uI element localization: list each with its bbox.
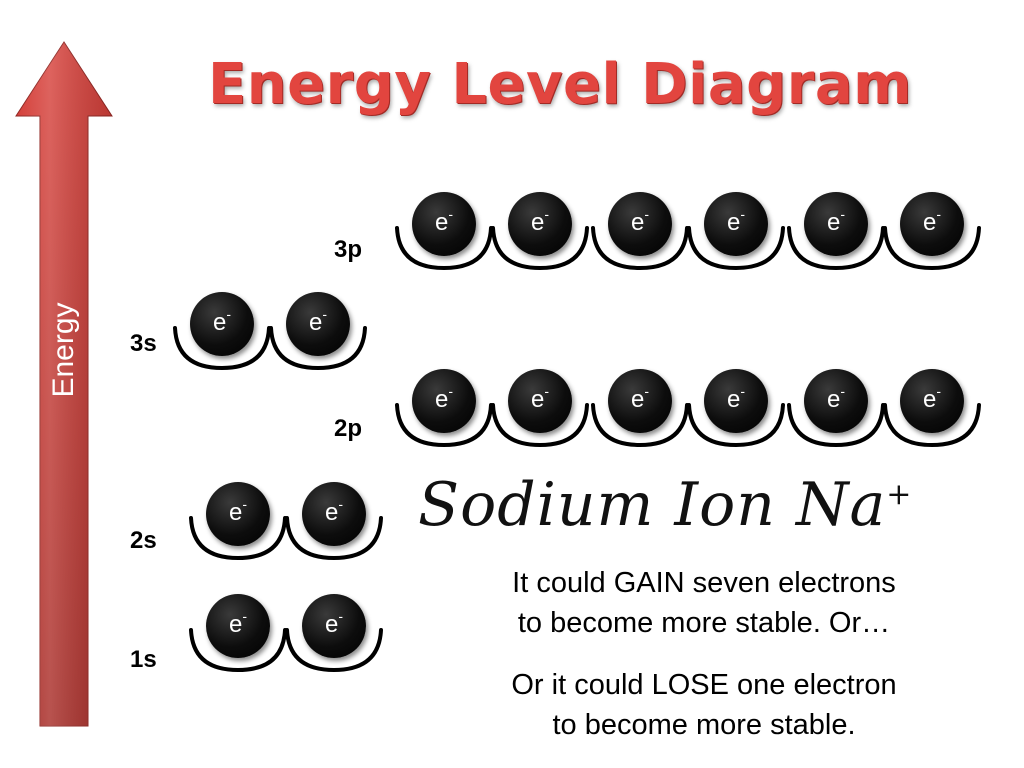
electron-2s: e- xyxy=(302,482,366,546)
page-title: Energy Level Diagram xyxy=(208,52,912,117)
orbital-cup-2p xyxy=(395,403,493,448)
level-label-3s: 3s xyxy=(130,330,157,357)
ion-name: Sodium Ion Na+ xyxy=(418,470,913,540)
electron-2p: e- xyxy=(412,369,476,433)
level-label-1s: 1s xyxy=(130,646,157,673)
orbital-cup-2s xyxy=(189,516,287,561)
electron-1s: e- xyxy=(206,594,270,658)
lose-text: Or it could LOSE one electron to become … xyxy=(511,669,897,741)
orbital-cup-3s xyxy=(269,326,367,371)
electron-2s: e- xyxy=(206,482,270,546)
gain-text: It could GAIN seven electrons to become … xyxy=(512,567,896,639)
orbital-cup-3p xyxy=(591,226,689,271)
orbital-cup-3p xyxy=(787,226,885,271)
level-label-2s: 2s xyxy=(130,527,157,554)
electron-3p: e- xyxy=(608,192,672,256)
orbital-cup-2p xyxy=(687,403,785,448)
electron-3s: e- xyxy=(286,292,350,356)
level-label-3p: 3p xyxy=(334,236,363,263)
electron-3p: e- xyxy=(508,192,572,256)
electron-2p: e- xyxy=(804,369,868,433)
electron-3p: e- xyxy=(804,192,868,256)
electron-1s: e- xyxy=(302,594,366,658)
orbital-cup-3s xyxy=(173,326,271,371)
orbital-cup-2p xyxy=(787,403,885,448)
level-label-2p: 2p xyxy=(334,415,363,442)
electron-3p: e- xyxy=(900,192,964,256)
orbital-cup-3p xyxy=(491,226,589,271)
orbital-cup-1s xyxy=(285,628,383,673)
electron-2p: e- xyxy=(508,369,572,433)
electron-3p: e- xyxy=(412,192,476,256)
energy-arrow-shine xyxy=(16,42,112,726)
orbital-cup-3p xyxy=(883,226,981,271)
electron-2p: e- xyxy=(900,369,964,433)
orbital-cup-2p xyxy=(883,403,981,448)
orbital-cup-1s xyxy=(189,628,287,673)
electron-2p: e- xyxy=(608,369,672,433)
orbital-cup-2p xyxy=(591,403,689,448)
electron-3s: e- xyxy=(190,292,254,356)
orbital-cup-2s xyxy=(285,516,383,561)
orbital-cup-3p xyxy=(687,226,785,271)
electron-2p: e- xyxy=(704,369,768,433)
orbital-cup-3p xyxy=(395,226,493,271)
electron-3p: e- xyxy=(704,192,768,256)
orbital-cup-2p xyxy=(491,403,589,448)
